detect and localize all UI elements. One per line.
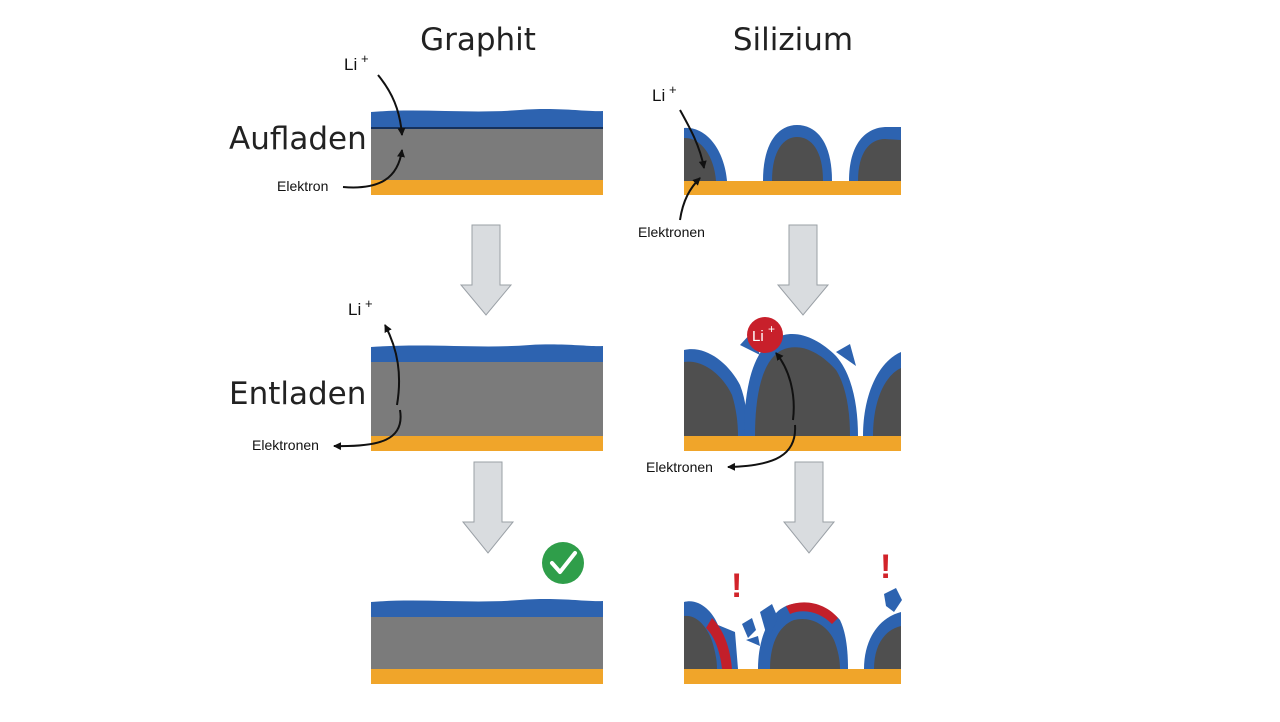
li-ion-arrow [679,109,707,169]
down-arrow-icon [459,224,513,316]
li-ion-arrow [377,74,406,136]
electron-arrow [727,424,797,471]
silicon-particle [874,626,901,669]
electrolyte-layer [371,344,603,362]
down-arrow-icon [461,461,515,554]
electron-arrow [679,177,701,221]
graphite-charge-stack [371,109,603,195]
current-collector [684,669,901,684]
checkmark-icon [542,542,584,584]
li-ion-arrow [384,324,401,406]
electron-label: Elektronen [646,459,713,475]
silicon-particle [755,347,850,436]
current-collector [371,436,603,451]
column-title-silicon: Silizium [733,22,853,58]
column-title-graphite: Graphit [420,22,536,58]
cracked-layer [706,618,732,669]
down-arrow-icon [782,461,836,554]
row-title-charge: Aufladen [229,121,367,157]
graphite-final-stack [371,599,603,684]
electron-arrow [342,149,405,189]
row-title-discharge: Entladen [229,376,366,412]
current-collector [371,180,603,195]
svg-text:Li: Li [344,55,357,74]
silicon-particle [684,615,717,669]
silicon-particle [873,368,901,436]
li-ion-label: Li + [652,82,677,105]
silicon-particle [858,139,901,181]
graphite-anode-layer [371,362,603,436]
graphite-discharge-stack [371,344,603,451]
cracked-layer [786,602,838,624]
svg-text:Li: Li [348,300,361,319]
electron-label: Elektronen [638,224,705,240]
li-ion-particle: Li + [747,317,783,353]
electrolyte-layer [371,109,603,128]
svg-text:Li: Li [752,328,764,345]
li-ion-label: Li + [344,51,369,74]
exclamation-icon: ! [880,548,891,586]
silicon-charge-stack [684,125,901,195]
silicon-particle [684,361,738,436]
exclamation-icon: ! [731,567,742,605]
current-collector [371,669,603,684]
graphite-anode-layer [371,617,603,669]
silicon-particle [772,137,823,181]
electron-arrow [333,409,402,451]
silicon-discharge-stack [684,332,901,451]
svg-text:+: + [669,82,677,97]
electrolyte-layer [371,599,603,617]
silicon-final-stack [684,588,902,684]
svg-text:+: + [361,51,369,66]
silicon-particle [684,137,716,181]
down-arrow-icon [776,224,830,316]
current-collector [684,181,901,195]
svg-text:+: + [365,296,373,311]
svg-text:Li: Li [652,86,665,105]
silicon-particle [770,618,840,669]
li-ion-label: Li + [348,296,373,319]
electron-label: Elektron [277,178,328,194]
electron-label: Elektronen [252,437,319,453]
svg-text:+: + [768,322,775,336]
li-ion-arrow [775,352,795,421]
graphite-anode-layer [371,128,603,180]
